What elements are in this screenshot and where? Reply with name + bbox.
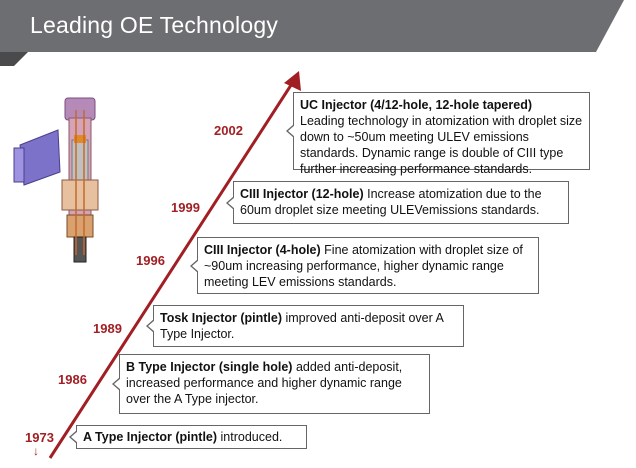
milestone-text: Increase atomization due to the 60um dro…	[240, 187, 542, 217]
milestone-box-1996: CIII Injector (4-hole) Fine atomization …	[190, 237, 539, 294]
milestone-name: B Type Injector (single hole)	[126, 360, 293, 374]
milestone-text: introduced.	[217, 430, 283, 444]
milestone-text: Leading technology in atomization with d…	[300, 114, 583, 176]
year-label-1989: 1989	[93, 321, 122, 336]
milestone-text: Fine atomization with droplet size of ~9…	[204, 243, 523, 289]
milestone-name: UC Injector (4/12-hole, 12-hole tapered)	[300, 98, 532, 112]
milestone-box-1986: B Type Injector (single hole) added anti…	[112, 354, 430, 414]
fuel-injector-cutaway-icon	[13, 97, 99, 263]
start-down-arrow-icon: ↓	[33, 444, 39, 458]
page-title: Leading OE Technology	[30, 12, 279, 38]
milestone-box-1989: Tosk Injector (pintle) improved anti-dep…	[146, 305, 464, 347]
year-label-1999: 1999	[171, 200, 200, 215]
milestone-box-1999: CIII Injector (12-hole) Increase atomiza…	[226, 181, 569, 224]
timeline-line	[48, 81, 295, 459]
milestone-name: CIII Injector (12-hole)	[240, 187, 364, 201]
milestone-name: Tosk Injector (pintle)	[160, 311, 282, 325]
year-label-1986: 1986	[58, 372, 87, 387]
milestone-text: added anti-deposit, increased performanc…	[126, 360, 403, 406]
milestone-box-2002: UC Injector (4/12-hole, 12-hole tapered)…	[286, 92, 590, 176]
milestone-name: A Type Injector (pintle)	[83, 430, 218, 444]
header-banner	[0, 0, 596, 52]
year-label-1996: 1996	[136, 253, 165, 268]
banner-fold	[596, 0, 624, 52]
year-label-2002: 2002	[214, 123, 243, 138]
banner-shadow	[0, 52, 28, 66]
milestone-box-1973: A Type Injector (pintle) introduced.	[69, 425, 307, 449]
milestone-name: CIII Injector (4-hole)	[204, 243, 321, 257]
year-label-1973: 1973	[25, 430, 54, 445]
timeline-arrowhead	[284, 71, 301, 91]
milestone-text: improved anti-deposit over A Type Inject…	[160, 311, 444, 341]
